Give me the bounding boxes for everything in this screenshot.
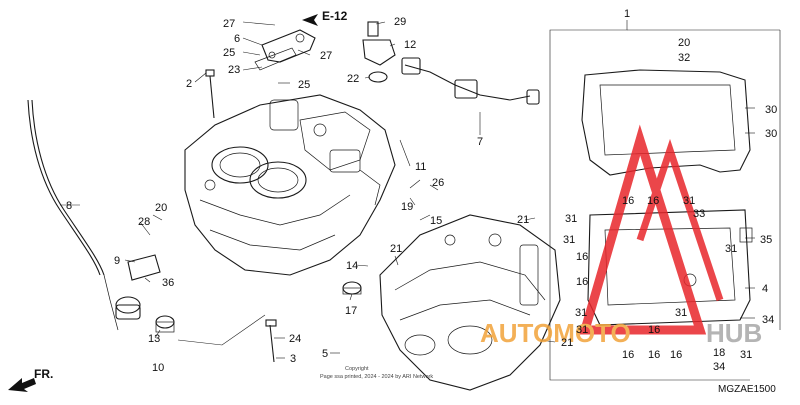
callout-31-f: 31 [576,324,588,336]
pipe-bracket-6 [254,29,316,71]
callout-16-h: 16 [648,324,660,336]
upper-crankcase [184,94,396,276]
callout-15: 15 [430,215,442,227]
callout-16-g: 16 [670,349,682,361]
direction-indicator: FR. [8,367,53,392]
callout-6: 6 [234,33,240,45]
callout-18: 18 [713,347,725,359]
callout-20-a: 20 [155,202,167,214]
callout-12: 12 [404,39,416,51]
watermark-text-primary: AUTOMOTO [480,318,631,348]
watermark-text-secondary: HUB [706,318,762,348]
callout-4: 4 [762,283,768,295]
callout-21-c: 21 [561,337,573,349]
callout-16-f: 16 [648,349,660,361]
callout-34-b: 34 [713,361,725,373]
oil-pan [581,69,753,326]
callout-16-e: 16 [622,349,634,361]
reference-arrow-icon [302,14,318,26]
callout-25-a: 25 [223,47,235,59]
callout-27-a: 27 [223,18,235,30]
front-arrow-icon [8,378,36,392]
sensor-12 [362,21,396,83]
callout-30-a: 30 [765,104,777,116]
callout-21-b: 21 [390,243,402,255]
copyright-line-2: Page ssa printed, 2024 - 2024 by ARI Net… [320,374,433,380]
callout-20-b: 20 [678,37,690,49]
callout-19: 19 [401,201,413,213]
callout-7: 7 [477,136,483,148]
callout-17: 17 [345,305,357,317]
callout-31-a: 31 [565,213,577,225]
breather-tube-8 [27,99,141,331]
drawing-code: MGZAE1500 [718,384,776,395]
callout-8: 8 [66,200,72,212]
callout-28: 28 [138,216,150,228]
callout-labels: 1 2 3 4 5 6 7 8 9 10 11 12 13 14 15 16 1… [66,8,777,374]
callout-25-b: 25 [298,79,310,91]
callout-21-a: 21 [517,214,529,226]
callout-14: 14 [346,260,358,272]
lower-crankcase [379,214,561,391]
plug-10 [155,315,175,333]
bolt-24 [265,319,277,363]
callout-33: 33 [693,208,705,220]
callout-30-b: 30 [765,128,777,140]
callout-31-g: 31 [675,307,687,319]
callout-32: 32 [678,52,690,64]
callout-24: 24 [289,333,301,345]
callout-35: 35 [760,234,772,246]
callout-16-c: 16 [576,251,588,263]
reference-label: E-12 [322,9,348,23]
oil-filter-17 [342,281,362,295]
callout-31-h: 31 [740,349,752,361]
leader-lines [60,21,755,359]
callout-5: 5 [322,348,328,360]
copyright-line-1: Copyright [345,366,369,372]
callout-22: 22 [347,73,359,85]
direction-label: FR. [34,367,53,381]
callout-31-c: 31 [683,195,695,207]
callout-13: 13 [148,333,160,345]
callout-16-a: 16 [622,195,634,207]
bracket-9 [127,254,161,281]
callout-16-b: 16 [647,195,659,207]
callout-31-e: 31 [575,307,587,319]
callout-10: 10 [152,362,164,374]
assembly-frame-1 [549,20,781,381]
callout-1: 1 [624,8,630,20]
callout-16-d: 16 [576,276,588,288]
callout-31-b: 31 [563,234,575,246]
callout-26: 26 [432,177,444,189]
callout-9: 9 [114,255,120,267]
callout-23: 23 [228,64,240,76]
callout-3: 3 [290,353,296,365]
wire-harness-7 [401,57,540,105]
watermark: AUTOMOTO HUB [480,124,762,348]
callout-31-d: 31 [725,243,737,255]
callout-2: 2 [186,78,192,90]
callout-36: 36 [162,277,174,289]
callout-29: 29 [394,16,406,28]
bolt-2 [205,69,215,119]
callout-27-b: 27 [320,50,332,62]
callout-34-a: 34 [762,314,774,326]
callout-11: 11 [415,161,426,173]
